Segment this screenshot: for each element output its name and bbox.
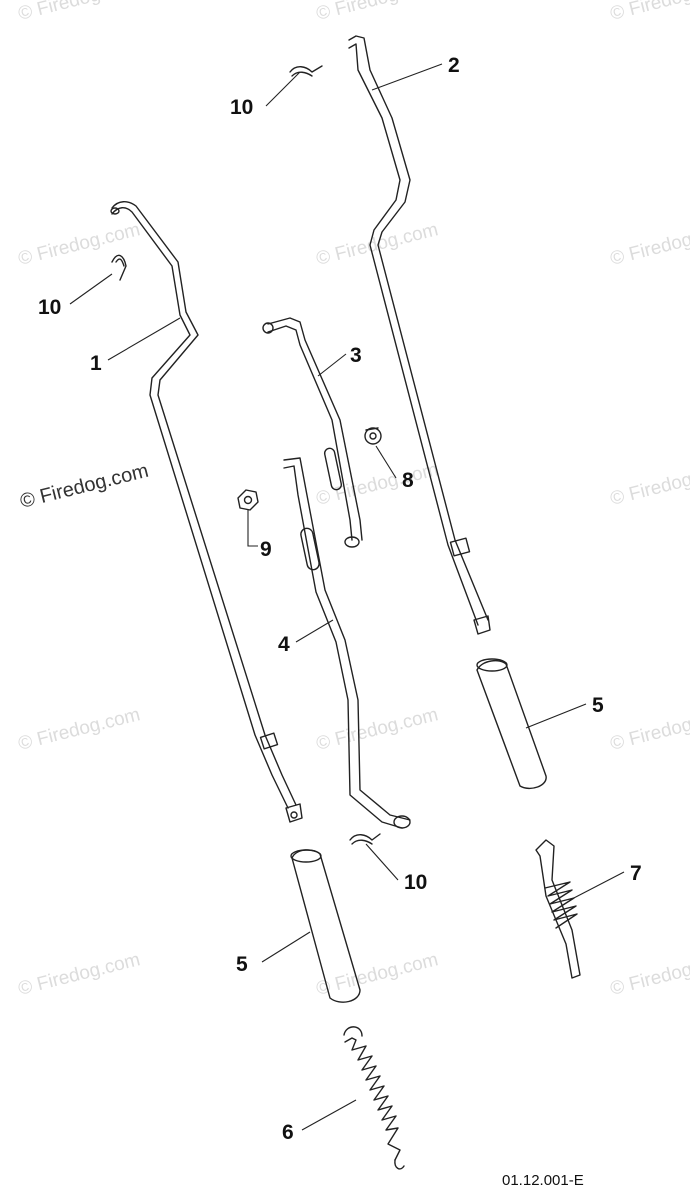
leader-5b xyxy=(261,931,311,963)
leader-10c xyxy=(365,843,399,881)
leader-6 xyxy=(301,1099,357,1131)
watermark-layer: © Firedog.com © Firedog.com © Firedog.co… xyxy=(16,0,690,1000)
watermark: © Firedog.com xyxy=(314,949,440,1000)
watermark: © Firedog.com xyxy=(314,0,440,25)
leader-lines xyxy=(69,63,625,1131)
part-5-grip-left xyxy=(290,849,361,1003)
callout-9: 9 xyxy=(260,538,272,561)
watermark: © Firedog.com xyxy=(314,219,440,270)
callout-10-top: 10 xyxy=(230,96,253,119)
watermark: © Firedog.com xyxy=(608,949,690,1000)
part-6-spring xyxy=(343,1026,405,1170)
part-10-hairpin-bottom xyxy=(349,833,381,845)
callout-labels: 1 2 3 4 5 5 6 7 8 9 10 10 10 xyxy=(38,54,642,1144)
leader-4 xyxy=(295,619,334,643)
part-10-hairpin-left xyxy=(111,254,127,281)
part-8-pin xyxy=(364,427,382,445)
part-10-hairpin-top xyxy=(289,65,323,77)
leader-5a xyxy=(525,703,587,729)
part-5-grip-right xyxy=(476,658,547,790)
watermark: © Firedog.com xyxy=(608,459,690,510)
leader-7 xyxy=(569,871,625,901)
leader-9 xyxy=(247,510,258,547)
watermark: © Firedog.com xyxy=(16,219,142,270)
watermark-dark: © Firedog.com xyxy=(18,460,151,513)
watermark: © Firedog.com xyxy=(16,949,142,1000)
callout-6: 6 xyxy=(282,1121,294,1144)
callout-5-right: 5 xyxy=(592,694,604,717)
watermark: © Firedog.com xyxy=(314,704,440,755)
callout-2: 2 xyxy=(448,54,460,77)
callout-7: 7 xyxy=(630,862,642,885)
watermark: © Firedog.com xyxy=(608,0,690,25)
callout-4: 4 xyxy=(278,633,290,656)
watermark: © Firedog.com xyxy=(16,704,142,755)
part-7-spring xyxy=(535,839,581,979)
callout-5-left: 5 xyxy=(236,953,248,976)
watermark: © Firedog.com xyxy=(608,219,690,270)
callout-10-bottom: 10 xyxy=(404,871,427,894)
leader-8 xyxy=(375,445,397,479)
watermark: © Firedog.com xyxy=(314,459,440,510)
callout-10-left: 10 xyxy=(38,296,61,319)
part-2-shift-rod xyxy=(348,35,491,635)
part-4-lever xyxy=(283,457,411,829)
part-3-linkage xyxy=(262,317,363,548)
leader-2 xyxy=(371,63,443,91)
callout-1: 1 xyxy=(90,352,102,375)
leader-1 xyxy=(107,317,181,361)
leader-10a xyxy=(265,71,301,107)
callout-3: 3 xyxy=(350,344,362,367)
watermark: © Firedog.com xyxy=(16,0,142,25)
leader-3 xyxy=(317,353,347,377)
drawing-code: 01.12.001-E xyxy=(502,1172,584,1189)
leader-10b xyxy=(69,273,113,305)
part-1-control-rod xyxy=(110,201,303,823)
part-9-nut xyxy=(237,489,259,511)
callout-8: 8 xyxy=(402,469,414,492)
watermark: © Firedog.com xyxy=(608,704,690,755)
